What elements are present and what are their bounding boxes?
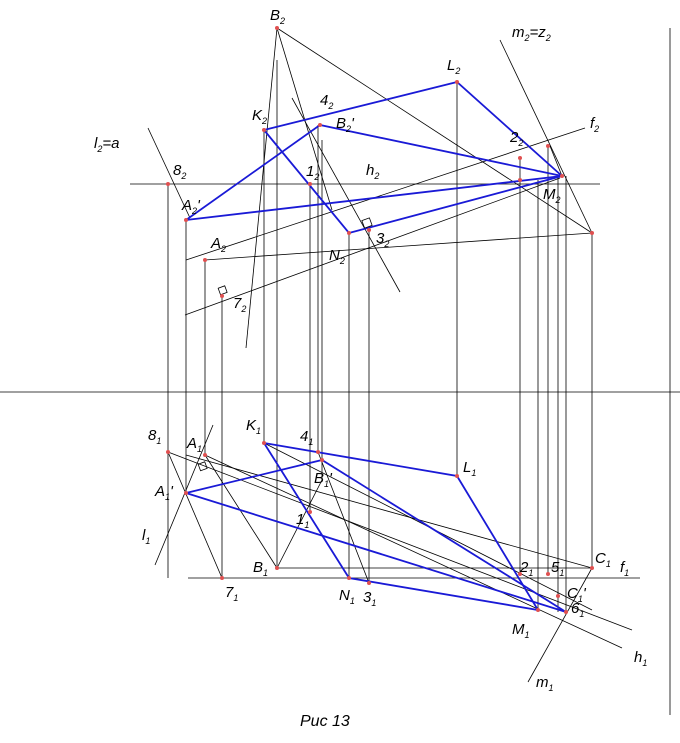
label-l2-eq-a: l2=a [94,135,119,154]
label-3-1: 31 [363,589,376,608]
label-4-1: 41 [300,428,313,447]
line-a2-c2 [204,232,593,261]
label-n2: N2 [329,247,345,266]
label-m1: M1 [512,621,530,640]
label-a2: A2 [210,235,226,254]
edge-b2-n2 [276,27,333,211]
label-2-1: 21 [519,559,533,578]
horizontal-projection-thin-lines [154,424,640,683]
triangle-abm-horizontal [185,459,567,613]
label-h1: h1 [634,649,647,668]
frontal-f2 [185,127,586,261]
edge-b2-c2 [276,27,593,234]
label-5-1: 51 [551,559,564,578]
label-8-2: 82 [173,162,186,181]
point-labels: B2 L2 m2=z2 K2 42 B2' l2=a 22 f2 82 12 h… [94,7,647,693]
label-n1: N1 [339,587,355,606]
line-a1-c1 [185,454,593,569]
triangle-abm-frontal [185,124,563,221]
line-4-3-horizontal [317,451,370,584]
line-m1 [527,567,593,683]
line-a1-b1 [204,454,278,569]
line-m2-z2 [499,39,593,234]
label-m1-line: m1 [536,674,554,693]
label-b2: B2 [270,7,285,26]
label-f1: f1 [620,559,629,578]
right-angle-mark-3-2 [361,217,373,229]
label-m2: M2 [543,186,561,205]
label-b2-prime: B2' [336,115,355,134]
line-l2 [147,127,191,219]
horizontal-projection-figure [185,442,567,613]
frontal-projection-thin-lines [130,27,600,349]
edge-b2-line [245,27,278,349]
line-4-3-extension [291,97,401,293]
label-a2-prime: A2' [181,197,201,216]
label-1-1: 11 [296,511,309,530]
label-7-2: 72 [233,295,246,314]
label-a1: A1 [186,435,202,454]
short-link [549,145,563,177]
label-8-1: 81 [148,427,161,446]
label-2-2: 22 [509,129,523,148]
projection-connection-lines [167,60,593,612]
label-l1: L1 [463,459,476,478]
label-b1: B1 [253,559,268,578]
line-8-7 [167,451,223,579]
label-b1-prime: B1' [314,470,333,489]
label-1-2: 12 [306,163,319,182]
line-7-2 [184,177,561,316]
label-a1-prime: A1' [154,483,174,502]
label-k1: K1 [246,417,261,436]
label-h2: h2 [366,162,379,181]
label-l2: L2 [447,57,460,76]
label-f2: f2 [590,115,599,134]
right-angle-mark-7-2 [217,285,228,296]
line-8-1 [167,451,633,631]
figure-caption: Рис 13 [300,713,350,730]
line-b1-b1p [276,479,323,569]
label-c1-prime: C1' [567,585,587,604]
right-angle-mark-a1 [197,461,208,472]
horizontal-h1 [204,454,623,649]
label-4-2: 42 [320,92,333,111]
label-k2: K2 [252,107,267,126]
label-m2-z2: m2=z2 [512,24,551,43]
line-l1 [154,424,214,566]
label-l1-line: l1 [142,527,150,546]
frontal-projection-figure [185,81,564,235]
label-7-1: 71 [225,584,238,603]
plane-klmn-frontal [263,81,564,235]
label-6-1: 61 [571,600,584,619]
label-3-2: 32 [376,230,389,249]
label-c1: C1 [595,550,611,569]
point-markers [166,26,594,614]
